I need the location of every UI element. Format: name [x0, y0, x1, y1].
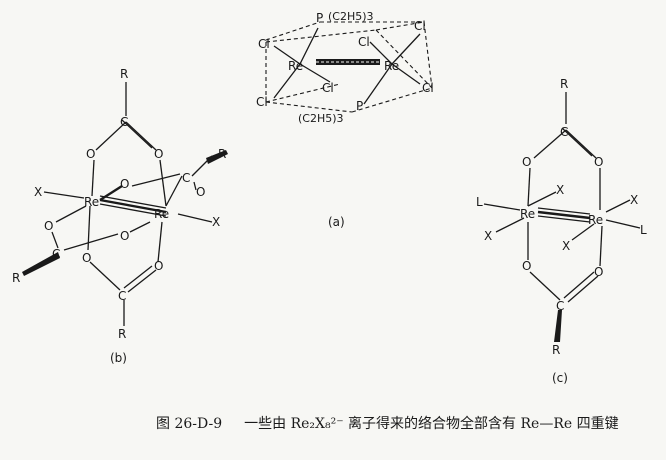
cl-atom: Cl — [258, 37, 270, 51]
cl-atom: Cl — [358, 35, 370, 49]
l-ligand: L — [476, 195, 483, 209]
r-group: R — [12, 271, 20, 285]
x-ligand: X — [212, 215, 220, 229]
r-group: R — [118, 327, 126, 341]
re-atom: Re — [520, 207, 535, 221]
re-atom: Re — [384, 59, 399, 73]
o-atom: O — [120, 229, 129, 243]
re-atom: Re — [288, 59, 303, 73]
o-atom: O — [594, 155, 603, 169]
c-atom: C — [556, 299, 564, 313]
cl-atom: Cl — [322, 81, 334, 95]
panel-label-c: (c) — [552, 371, 568, 385]
cl-atom: Cl — [256, 95, 268, 109]
o-atom: O — [44, 219, 53, 233]
figure-caption: 图 26-D-9 一些由 Re₂X₈²⁻ 离子得来的络合物全部含有 Re—Re 四… — [156, 412, 656, 436]
c-atom: C — [182, 171, 190, 185]
r-group: R — [218, 147, 226, 161]
re-atom: Re — [588, 213, 603, 227]
c-atom: C — [118, 289, 126, 303]
c-atom: C — [120, 115, 128, 129]
p-atom: P — [316, 11, 323, 25]
c-atom: C — [560, 125, 568, 139]
panel-label-b: (b) — [110, 351, 127, 365]
r-group: R — [560, 77, 568, 91]
re-atom: Re — [84, 195, 99, 209]
o-atom: O — [594, 265, 603, 279]
cl-atom: Cl — [414, 19, 426, 33]
o-atom: O — [196, 185, 205, 199]
p-atom: P — [356, 99, 363, 113]
o-atom: O — [522, 155, 531, 169]
panel-c: R C O O L Re X X Re X L X O O C R (c) — [476, 77, 647, 385]
x-ligand: X — [34, 185, 42, 199]
re-atom: Re — [154, 207, 169, 221]
panel-label-a: (a) — [328, 215, 345, 229]
x-ligand: X — [556, 183, 564, 197]
x-ligand: X — [630, 193, 638, 207]
l-ligand: L — [640, 223, 647, 237]
o-atom: O — [522, 259, 531, 273]
r-group: R — [552, 343, 560, 357]
panel-a: Re Re Cl Cl Cl Cl Cl Cl P P (C2H5)3 (C2H… — [256, 10, 434, 229]
x-ligand: X — [562, 239, 570, 253]
c-atom: C — [52, 247, 60, 261]
triethyl-ligand-bottom: (C2H5)3 — [298, 112, 344, 125]
caption-text: 一些由 Re₂X₈²⁻ 离子得来的络合物全部含有 Re—Re 四重键 — [244, 416, 619, 432]
panel-b: R C O O O C O R X Re Re X O O C R O O C … — [12, 67, 228, 365]
o-atom: O — [120, 177, 129, 191]
o-atom: O — [154, 259, 163, 273]
r-group: R — [120, 67, 128, 81]
o-atom: O — [86, 147, 95, 161]
o-atom: O — [82, 251, 91, 265]
triethyl-ligand-top: (C2H5)3 — [328, 10, 374, 23]
figure-number: 图 26-D-9 — [156, 416, 223, 432]
x-ligand: X — [484, 229, 492, 243]
o-atom: O — [154, 147, 163, 161]
cl-atom: Cl — [422, 81, 434, 95]
